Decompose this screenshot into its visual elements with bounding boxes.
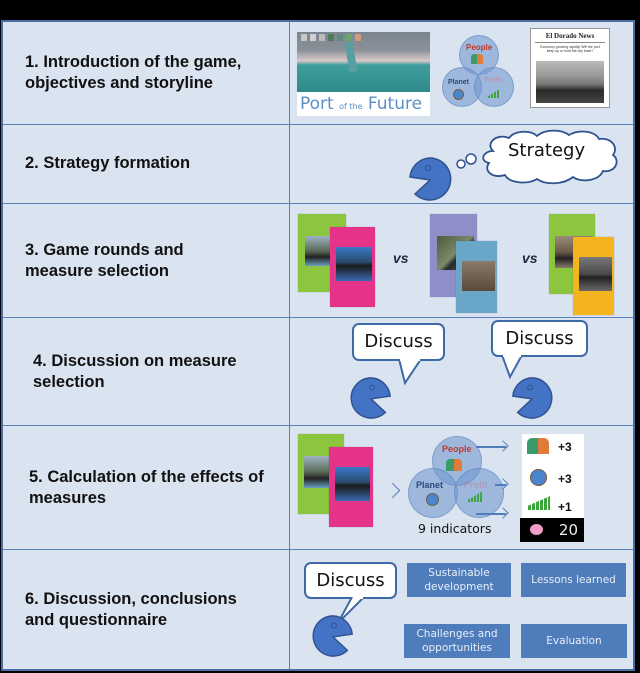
people-score-icon [527, 438, 549, 454]
step-label: 5. Calculation of the effects of measure… [29, 467, 264, 507]
player-pacman-icon [350, 377, 391, 419]
visual-cell: People Planet Profit 9 indicators +3 +3 … [290, 426, 633, 549]
people-planet-profit-venn: People Planet Profit [440, 33, 515, 115]
measure-card-teal [456, 241, 497, 313]
port-title-ofthe: of the [339, 102, 363, 111]
step-label: 6. Discussion, conclusions and questionn… [25, 589, 237, 629]
step-cell: 5. Calculation of the effects of measure… [3, 426, 290, 549]
speech-bubble-tail [501, 355, 523, 380]
visual-cell: Strategy [290, 125, 633, 203]
speech-bubble-text: Discuss [316, 570, 385, 591]
arrow-icon [495, 484, 506, 486]
step-cell: 1. Introduction of the game, objectives … [3, 22, 290, 124]
planet-score: +3 [558, 472, 572, 486]
step-label: 4. Discussion on measure selection [33, 351, 237, 391]
arrow-icon [384, 482, 401, 499]
piggy-bank-icon [530, 524, 543, 535]
speech-bubble: Discuss [304, 562, 397, 599]
visual-cell: Port of the Future People Planet Profit … [290, 22, 633, 124]
venn-profit-circle [474, 67, 514, 107]
player-pacman-icon [409, 157, 452, 201]
visual-cell: Discuss Discuss [290, 318, 633, 425]
newspaper-masthead: El Dorado News [545, 32, 595, 40]
indicators-label: 9 indicators [418, 521, 492, 536]
venn-profit-circle [454, 468, 504, 518]
row-game-rounds: 3. Game rounds and measure selection vs … [3, 204, 633, 318]
topic-challenges-opportunities: Challenges and opportunities [404, 624, 510, 658]
thought-bubble-text: Strategy [508, 140, 586, 161]
speech-bubble-tail [398, 359, 422, 385]
venn-planet-label: Planet [416, 480, 444, 490]
people-score: +3 [558, 440, 572, 454]
topic-lessons-learned: Lessons learned [521, 563, 626, 597]
step-label: 3. Game rounds and measure selection [25, 240, 184, 280]
port-title-future: Future [367, 94, 423, 114]
thought-bubble [456, 129, 618, 185]
budget-value: 20 [558, 521, 578, 539]
step-cell: 3. Game rounds and measure selection [3, 204, 290, 317]
step-label: 2. Strategy formation [25, 153, 191, 172]
profit-score-icon [528, 496, 550, 510]
budget-panel: 20 [520, 518, 584, 542]
player-pacman-icon [312, 615, 353, 657]
arrow-icon [476, 513, 506, 515]
measure-card-pink [329, 447, 373, 527]
venn-profit-label: Profit [484, 77, 503, 84]
profit-score: +1 [558, 500, 572, 514]
score-panel: +3 +3 +1 20 [520, 434, 584, 542]
family-icon [446, 459, 462, 471]
venn-people-label: People [442, 444, 472, 454]
venn-planet-label: Planet [448, 79, 470, 86]
port-of-the-future-image: Port of the Future [297, 32, 430, 116]
port-title-port: Port [300, 94, 334, 114]
newspaper-el-dorado-news: El Dorado News Economy growing rapidly! … [530, 28, 610, 108]
step-cell: 2. Strategy formation [3, 125, 290, 203]
venn-profit-label: Profit [464, 480, 488, 490]
step-label: 1. Introduction of the game, objectives … [25, 53, 242, 92]
speech-bubble-text: Discuss [364, 331, 433, 352]
versus-label: vs [393, 250, 409, 266]
row-introduction: 1. Introduction of the game, objectives … [3, 22, 633, 125]
growth-chart-icon [468, 491, 483, 502]
step-cell: 4. Discussion on measure selection [3, 318, 290, 425]
speech-bubble-right: Discuss [491, 320, 588, 357]
visual-cell: vs vs [290, 204, 633, 317]
speech-bubble-left: Discuss [352, 323, 445, 361]
speech-bubble-text: Discuss [505, 328, 574, 349]
planet-score-icon [530, 469, 547, 486]
row-discussion-measures: 4. Discussion on measure selection Discu… [3, 318, 633, 426]
row-strategy-formation: 2. Strategy formation Strategy [3, 125, 633, 204]
row-calculation-effects: 5. Calculation of the effects of measure… [3, 426, 633, 550]
measure-card-pink [330, 227, 375, 307]
globe-icon [426, 493, 439, 506]
venn-people-label: People [466, 43, 493, 52]
step-cell: 6. Discussion, conclusions and questionn… [3, 550, 290, 669]
family-icon [471, 54, 483, 64]
growth-chart-icon [488, 89, 500, 98]
versus-label: vs [522, 250, 538, 266]
visual-cell: Discuss Sustainable development Lessons … [290, 550, 633, 669]
measure-card-yellow [573, 237, 614, 315]
topic-sustainable-development: Sustainable development [407, 563, 511, 597]
topic-evaluation: Evaluation [521, 624, 627, 658]
game-phases-table: 1. Introduction of the game, objectives … [1, 20, 635, 671]
player-pacman-icon [512, 377, 553, 419]
newspaper-photo [536, 61, 604, 103]
globe-icon [453, 89, 464, 100]
newspaper-headline: Economy growing rapidly! Will the port k… [540, 45, 600, 53]
arrow-icon [476, 446, 506, 448]
row-conclusions: 6. Discussion, conclusions and questionn… [3, 550, 633, 669]
